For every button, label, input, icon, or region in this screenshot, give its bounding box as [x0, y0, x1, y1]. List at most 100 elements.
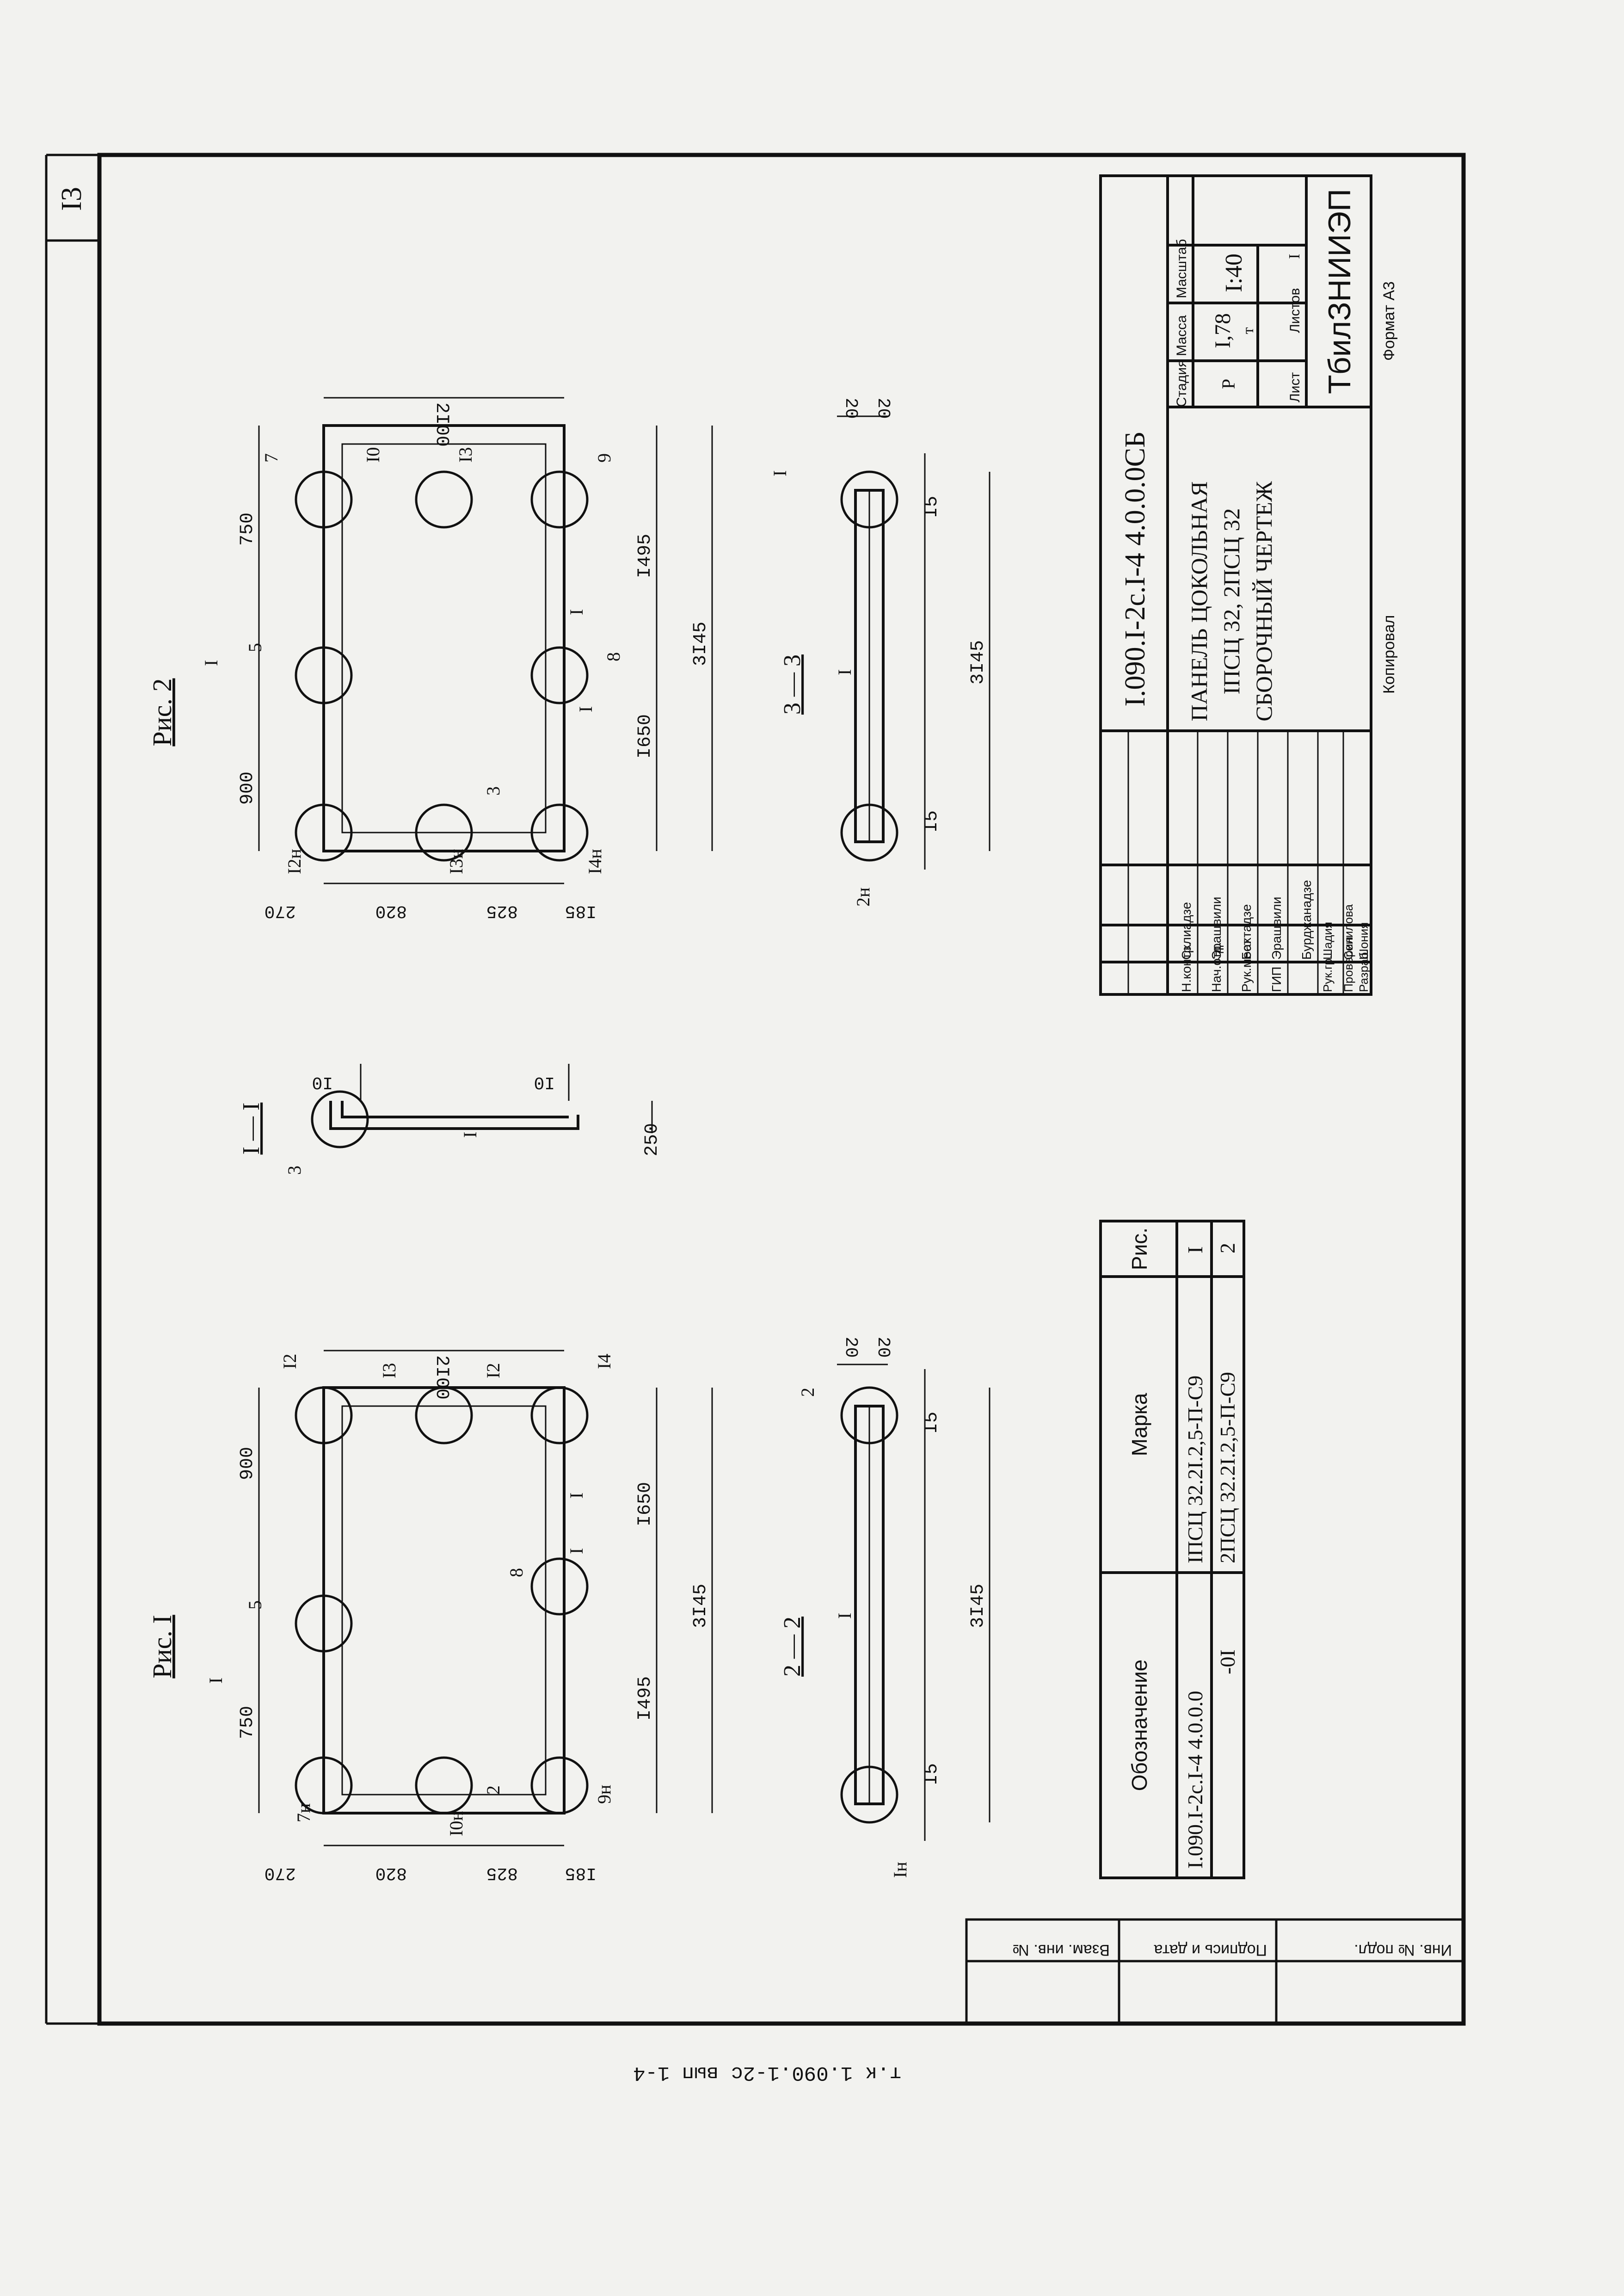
- fig1-callout: I2: [279, 1354, 300, 1369]
- copied-label: Копировал: [1380, 615, 1398, 694]
- fig2-callout: 9: [594, 453, 615, 463]
- fig2-left-dim: I85: [565, 901, 597, 921]
- section-2-2-callout: I: [834, 1613, 855, 1619]
- spec-row1-designation: I.090.I-2с.I-4 4.0.0.0: [1183, 1691, 1207, 1869]
- fig2-overall-dim: 3I45: [690, 622, 711, 666]
- role-person: Бурджанадзе: [1299, 880, 1314, 960]
- fig1-left-dim: I85: [565, 1863, 597, 1883]
- fig2-callout: 7: [261, 453, 282, 463]
- role-label: Проверил: [1341, 937, 1355, 992]
- fig2-bottom-dim: I650: [635, 714, 656, 759]
- fig1-title: Рис. I: [147, 1615, 177, 1678]
- section-1-1: I — I 3 I I0 I0 250: [238, 1064, 663, 1175]
- fig2-top-dim: 750: [237, 512, 258, 546]
- section-3-3-callout: I: [769, 470, 790, 476]
- spec-header-fig: Рис.: [1127, 1228, 1151, 1270]
- margin-stamp-sign: Подпись и дата: [1154, 1941, 1267, 1959]
- fig1-callout: I0н: [446, 1811, 467, 1836]
- fig1-left-dim: 825: [486, 1863, 518, 1883]
- role-person: Шония: [1357, 922, 1371, 960]
- role-label: Рук.мест: [1239, 939, 1254, 992]
- sheets-value: I: [1286, 254, 1303, 259]
- section-3-3: 3 — 3 2н I I I5 3I45 I5 20 20: [769, 398, 990, 907]
- fig1-detail-circles: [295, 1386, 589, 1815]
- spec-row1-fig: I: [1183, 1247, 1207, 1253]
- fig2-callouts: I2н 5 7 I0 9 8 I4н I3н 3 I3 I I: [245, 447, 624, 874]
- section-2-2-dim: 20: [873, 1337, 893, 1358]
- role-label: Разраб.: [1357, 949, 1371, 992]
- fig2-left-dim: 270: [265, 901, 296, 921]
- sheet-number: I3: [56, 187, 87, 211]
- section-3-3-dim: I5: [922, 810, 942, 833]
- section-3-3-dim: 3I45: [968, 640, 989, 685]
- fig1-callout: 8: [506, 1568, 527, 1577]
- signature-roles: Н.контр. Склиадзе Нач.отд. Эрашвили Рук.…: [1179, 880, 1371, 992]
- fig1-callout: 2: [483, 1785, 504, 1795]
- section-3-3-callout: 2н: [853, 888, 874, 907]
- fig2-callout: 8: [603, 652, 624, 661]
- fig2-callout: I0: [363, 447, 383, 463]
- fig1-callout: I2: [483, 1363, 504, 1378]
- col-mass-label: Масса: [1174, 315, 1189, 356]
- section-2-2-dim: 3I45: [968, 1584, 989, 1628]
- fig1-overall-dim: 3I45: [690, 1584, 711, 1628]
- fig1-callout: 5: [245, 1600, 265, 1610]
- fig2-callout: 3: [483, 786, 504, 796]
- section-1-1-dim: I0: [534, 1072, 555, 1092]
- fig1-section-mark: I: [205, 1678, 226, 1684]
- fig1-height-dim: 2I00: [431, 1355, 452, 1400]
- section-1-1-callout: I: [460, 1132, 480, 1138]
- product-name-line1: ПАНЕЛЬ ЦОКОЛЬНАЯ: [1186, 481, 1212, 722]
- spec-header-designation: Обозначение: [1127, 1660, 1151, 1791]
- section-2-2-callout: 2: [797, 1388, 818, 1397]
- fig1-bottom-dim: I495: [635, 1676, 656, 1721]
- drawing-frame: [45, 153, 1466, 2026]
- section-2-2-dim: I5: [922, 1763, 942, 1785]
- fig1-top-dim: 750: [237, 1706, 258, 1739]
- fig1-bottom-dim: I650: [635, 1482, 656, 1526]
- section-1-1-dim: I0: [312, 1072, 333, 1092]
- role-person: Склиадзе: [1179, 902, 1193, 960]
- fig1-left-dim: 270: [265, 1863, 296, 1883]
- section-1-1-callout: 3: [284, 1166, 305, 1175]
- fig1-callouts: 7н 5 I2 I3 I4 8 9н I0н 2 I2 I I: [245, 1354, 615, 1836]
- section-3-3-dim: I5: [922, 496, 942, 518]
- section-1-1-title: I — I: [238, 1103, 265, 1155]
- section-3-3-dim: 20: [873, 398, 893, 419]
- org-name: ТбилЗНИИЭП: [1322, 189, 1357, 394]
- spec-row2-fig: 2: [1216, 1243, 1239, 1253]
- fig2-top-dim: 900: [237, 772, 258, 805]
- fig1-callout: 9н: [594, 1785, 615, 1804]
- section-2-2: 2 — 2 Iн I 2 I5 3I45 I5 20 20: [779, 1337, 990, 1878]
- spec-row1-mark: IПСЦ 32.2I.2,5-П-С9: [1183, 1376, 1207, 1563]
- col-scale-label: Масштаб: [1174, 239, 1189, 298]
- fig2-callout: I: [575, 706, 596, 712]
- fig2-callout: I4н: [584, 849, 605, 874]
- scale-value: I:40: [1221, 253, 1247, 292]
- fig2-left-dim: 820: [375, 901, 407, 921]
- product-name-line3: СБОРОЧНЫЙ ЧЕРТЕЖ: [1251, 481, 1277, 721]
- fig1-callout: I4: [594, 1354, 615, 1369]
- role-person: Эрашвили: [1209, 897, 1224, 960]
- stage-value: Р: [1218, 379, 1239, 389]
- margin-stamp-inv: Инв. № подл.: [1354, 1941, 1452, 1959]
- sheets-label: Листов: [1287, 288, 1303, 333]
- fig2-height-dim: 2I00: [431, 402, 452, 447]
- fig2-callout: I2н: [284, 849, 305, 874]
- role-label: ГИП: [1269, 967, 1284, 992]
- col-stage-label: Стадия: [1174, 360, 1189, 407]
- margin-stamp-replace: Взам. инв. №: [1012, 1941, 1110, 1959]
- fig2-callout: I: [566, 609, 587, 615]
- spec-row2-designation: -0I: [1216, 1649, 1239, 1674]
- spec-table: Обозначение Марка Рис. I.090.I-2с.I-4 4.…: [1099, 1220, 1245, 1879]
- fig2-callout: 5: [245, 643, 265, 652]
- fig1-callout: I: [566, 1493, 587, 1499]
- doc-code: I.090.I-2с.I-4 4.0.0.0СБ: [1120, 431, 1151, 706]
- role-person: Шадия: [1321, 922, 1335, 960]
- fig1-drawing: Рис. I 750 900 I495 I650 3I45 2I00: [147, 1350, 713, 1883]
- mass-value: I,78: [1211, 313, 1235, 348]
- title-block: I.090.I-2с.I-4 4.0.0.0СБ ПАНЕЛЬ ЦОКОЛЬНА…: [1099, 174, 1372, 996]
- margin-stamp: Инв. № подл. Подпись и дата Взам. инв. №: [965, 1918, 1465, 2025]
- section-2-2-callout: Iн: [890, 1862, 910, 1878]
